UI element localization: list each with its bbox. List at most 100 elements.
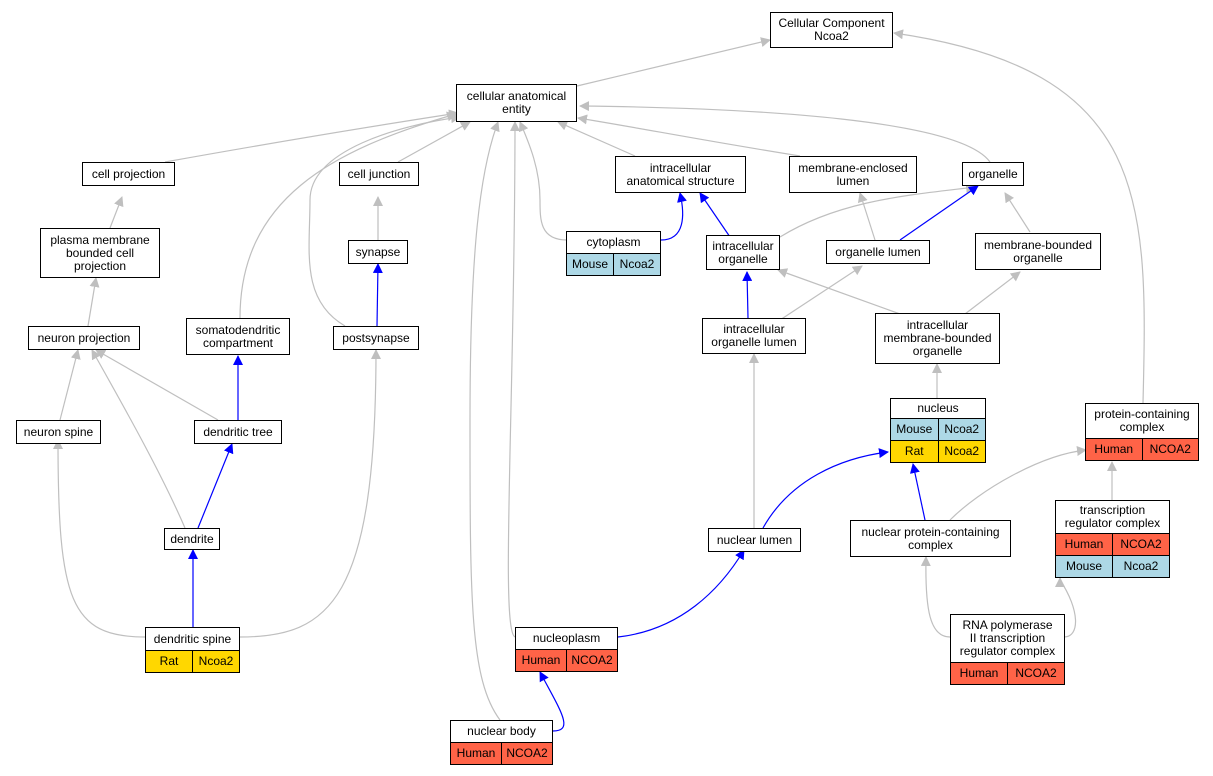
node-orglumen[interactable]: organelle lumen [826, 240, 930, 264]
edge-pmbcp-to-cellproj [109, 196, 124, 229]
edge-npcc-to-nucleus [909, 463, 926, 521]
node-label: plasma membrane bounded cell projection [50, 232, 150, 273]
gene-cell: NCOA2 [501, 743, 552, 764]
species-cell: Mouse [1065, 559, 1103, 573]
species-cell: Human [456, 746, 496, 760]
node-label: cell projection [91, 166, 166, 181]
edge-organelle-to-cae [579, 101, 991, 163]
edge-postsyn-to-synapse [308, 113, 461, 327]
edge-nucbody-to-nucleoplasm [539, 671, 565, 732]
node-dendrite[interactable]: dendrite [164, 528, 220, 550]
gene-cell: NCOA2 [1112, 534, 1169, 555]
node-label: nuclear protein-containing complex [861, 524, 1000, 552]
node-postsyn[interactable]: postsynapse [333, 326, 419, 350]
node-label: membrane-bounded organelle [983, 237, 1093, 265]
node-cae[interactable]: cellular anatomical entity [456, 84, 577, 122]
gene-cell: Ncoa2 [937, 441, 986, 462]
edge-dendspine-to-postsyn [239, 349, 381, 638]
edge-npcc-to-pcc [949, 446, 1087, 521]
node-neuronspine[interactable]: neuron spine [16, 420, 101, 444]
annotation-row: Rat Ncoa2 [146, 650, 239, 672]
node-somato[interactable]: somatodendritic compartment [186, 318, 290, 355]
node-organelle[interactable]: organelle [962, 162, 1024, 186]
edge-nuclumen-to-nucleus [762, 448, 889, 529]
edge-nucleoplasm-to-nuclumen [617, 549, 745, 638]
node-celljunc[interactable]: cell junction [339, 162, 419, 186]
gene-cell: Ncoa2 [613, 254, 660, 275]
node-label: nuclear lumen [716, 532, 793, 547]
edge-cellproj-to-cae [164, 109, 459, 163]
edge-somato-to-cae [239, 111, 457, 319]
edge-dendspine-to-neuronspine [53, 439, 146, 638]
node-label: intracellular membrane-bounded organelle [883, 318, 992, 358]
gene-cell: NCOA2 [1141, 439, 1199, 460]
node-label: RNA polymerase II transcription regulato… [959, 618, 1056, 658]
node-label: neuron projection [37, 330, 131, 345]
edge-neuronspine-to-neuronproj [59, 349, 81, 421]
edge-neuronproj-to-pmbcp [87, 277, 100, 327]
node-label: nucleus [917, 401, 959, 415]
edge-dendtree-to-neuronproj [95, 349, 219, 421]
species-cell: Mouse [571, 257, 609, 271]
node-neuronproj[interactable]: neuron projection [28, 326, 140, 350]
node-iorg[interactable]: intracellular organelle [706, 235, 780, 270]
node-label: intracellular organelle [712, 238, 774, 266]
node-mel[interactable]: membrane-enclosed lumen [789, 156, 917, 193]
edge-iol-to-orglumen [779, 265, 863, 321]
node-dendtree[interactable]: dendritic tree [194, 420, 282, 444]
node-label: transcription regulator complex [1064, 503, 1161, 530]
node-ias[interactable]: intracellular anatomical structure [615, 156, 746, 193]
species-cell: Rat [904, 444, 924, 458]
node-label: synapse [355, 244, 401, 259]
edge-iorg-to-ias [699, 192, 731, 238]
node-label: cytoplasm [586, 235, 641, 249]
gene-cell: Ncoa2 [192, 651, 239, 672]
edge-postsyn-to-synapse-blue [372, 263, 383, 327]
edge-nucbody-to-cae [469, 121, 501, 721]
node-npcc[interactable]: nuclear protein-containing complex [850, 520, 1011, 557]
node-cc[interactable]: Cellular Component Ncoa2 [770, 12, 893, 48]
edge-dendrite-to-dendtree [197, 443, 234, 529]
edge-nucleoplasm-to-cae [507, 121, 520, 638]
node-nuclumen[interactable]: nuclear lumen [708, 528, 801, 552]
edge-mel-to-cae [577, 114, 801, 157]
annotation-row: Human NCOA2 [516, 649, 617, 671]
node-label: cell junction [347, 166, 411, 181]
node-cellproj[interactable]: cell projection [82, 162, 175, 186]
species-cell: Rat [159, 654, 179, 668]
node-label: postsynapse [342, 330, 410, 345]
node-rnap[interactable]: RNA polymerase II transcription regulato… [950, 614, 1065, 685]
gene-cell: NCOA2 [566, 650, 617, 671]
node-imbo[interactable]: intracellular membrane-bounded organelle [875, 313, 1000, 364]
annotation-row: Rat Ncoa2 [891, 440, 985, 462]
edge-imbo-to-mborg [964, 271, 1021, 315]
node-mborg[interactable]: membrane-bounded organelle [975, 233, 1101, 270]
node-iol[interactable]: intracellular organelle lumen [702, 318, 806, 354]
node-label: dendritic tree [203, 424, 273, 439]
edge-rnap-to-tfcomplex [1055, 577, 1077, 638]
node-pmbcp[interactable]: plasma membrane bounded cell projection [40, 228, 160, 278]
node-label: neuron spine [23, 424, 94, 439]
edge-cae-to-cc [576, 37, 771, 87]
node-synapse[interactable]: synapse [348, 240, 408, 264]
node-label: cellular anatomical entity [466, 89, 567, 116]
node-label: organelle [968, 166, 1018, 181]
species-cell: Human [521, 653, 561, 667]
edge-rnap-to-npcc [920, 556, 951, 638]
node-label: protein-containing complex [1094, 407, 1190, 434]
node-label: dendritic spine [153, 631, 232, 646]
edge-pcc-to-cc [893, 29, 1145, 404]
edge-iol-to-iorg [742, 271, 753, 319]
node-label: organelle lumen [835, 244, 921, 259]
edge-orglumen-to-organelle [899, 185, 979, 241]
